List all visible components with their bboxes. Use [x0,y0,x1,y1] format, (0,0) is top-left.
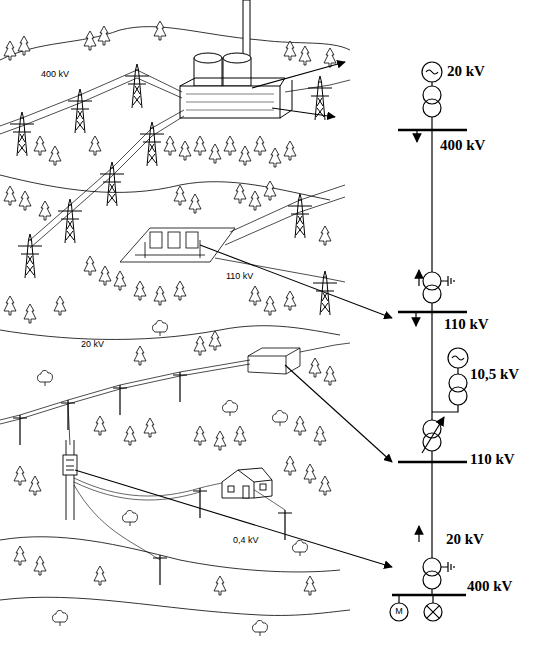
bus-voltage-label: 20 kV [446,531,484,548]
power-plant [180,0,292,118]
bus-voltage-label: 20 kV [447,63,485,80]
substation-110 [120,228,235,262]
house [222,468,272,498]
forest [4,21,336,636]
bus-voltage-label: 110 kV [470,451,515,468]
bus-voltage-label: 400 kV [440,137,485,154]
pole-transformer [63,440,77,520]
pointer-arrows [75,62,392,567]
voltage-label: 110 kV [225,272,254,282]
bus-voltage-label: 400 kV [467,578,512,595]
transmission-lines-400 [0,70,350,248]
voltage-label: 0,4 kV [232,536,260,546]
substation-20 [248,348,300,374]
voltage-label: 400 kV [40,70,70,80]
motor-symbol-label: M [395,607,403,617]
transmission-lines-110 [215,185,345,282]
poles [13,372,187,445]
terrain [0,27,350,616]
bus-voltage-label: 110 kV [444,316,489,333]
generator-voltage-label: 10,5 kV [470,366,519,383]
voltage-label: 20 kV [80,340,105,350]
distribution-line-20 [0,343,350,445]
pylons [10,64,337,315]
low-voltage-poles [153,488,292,585]
